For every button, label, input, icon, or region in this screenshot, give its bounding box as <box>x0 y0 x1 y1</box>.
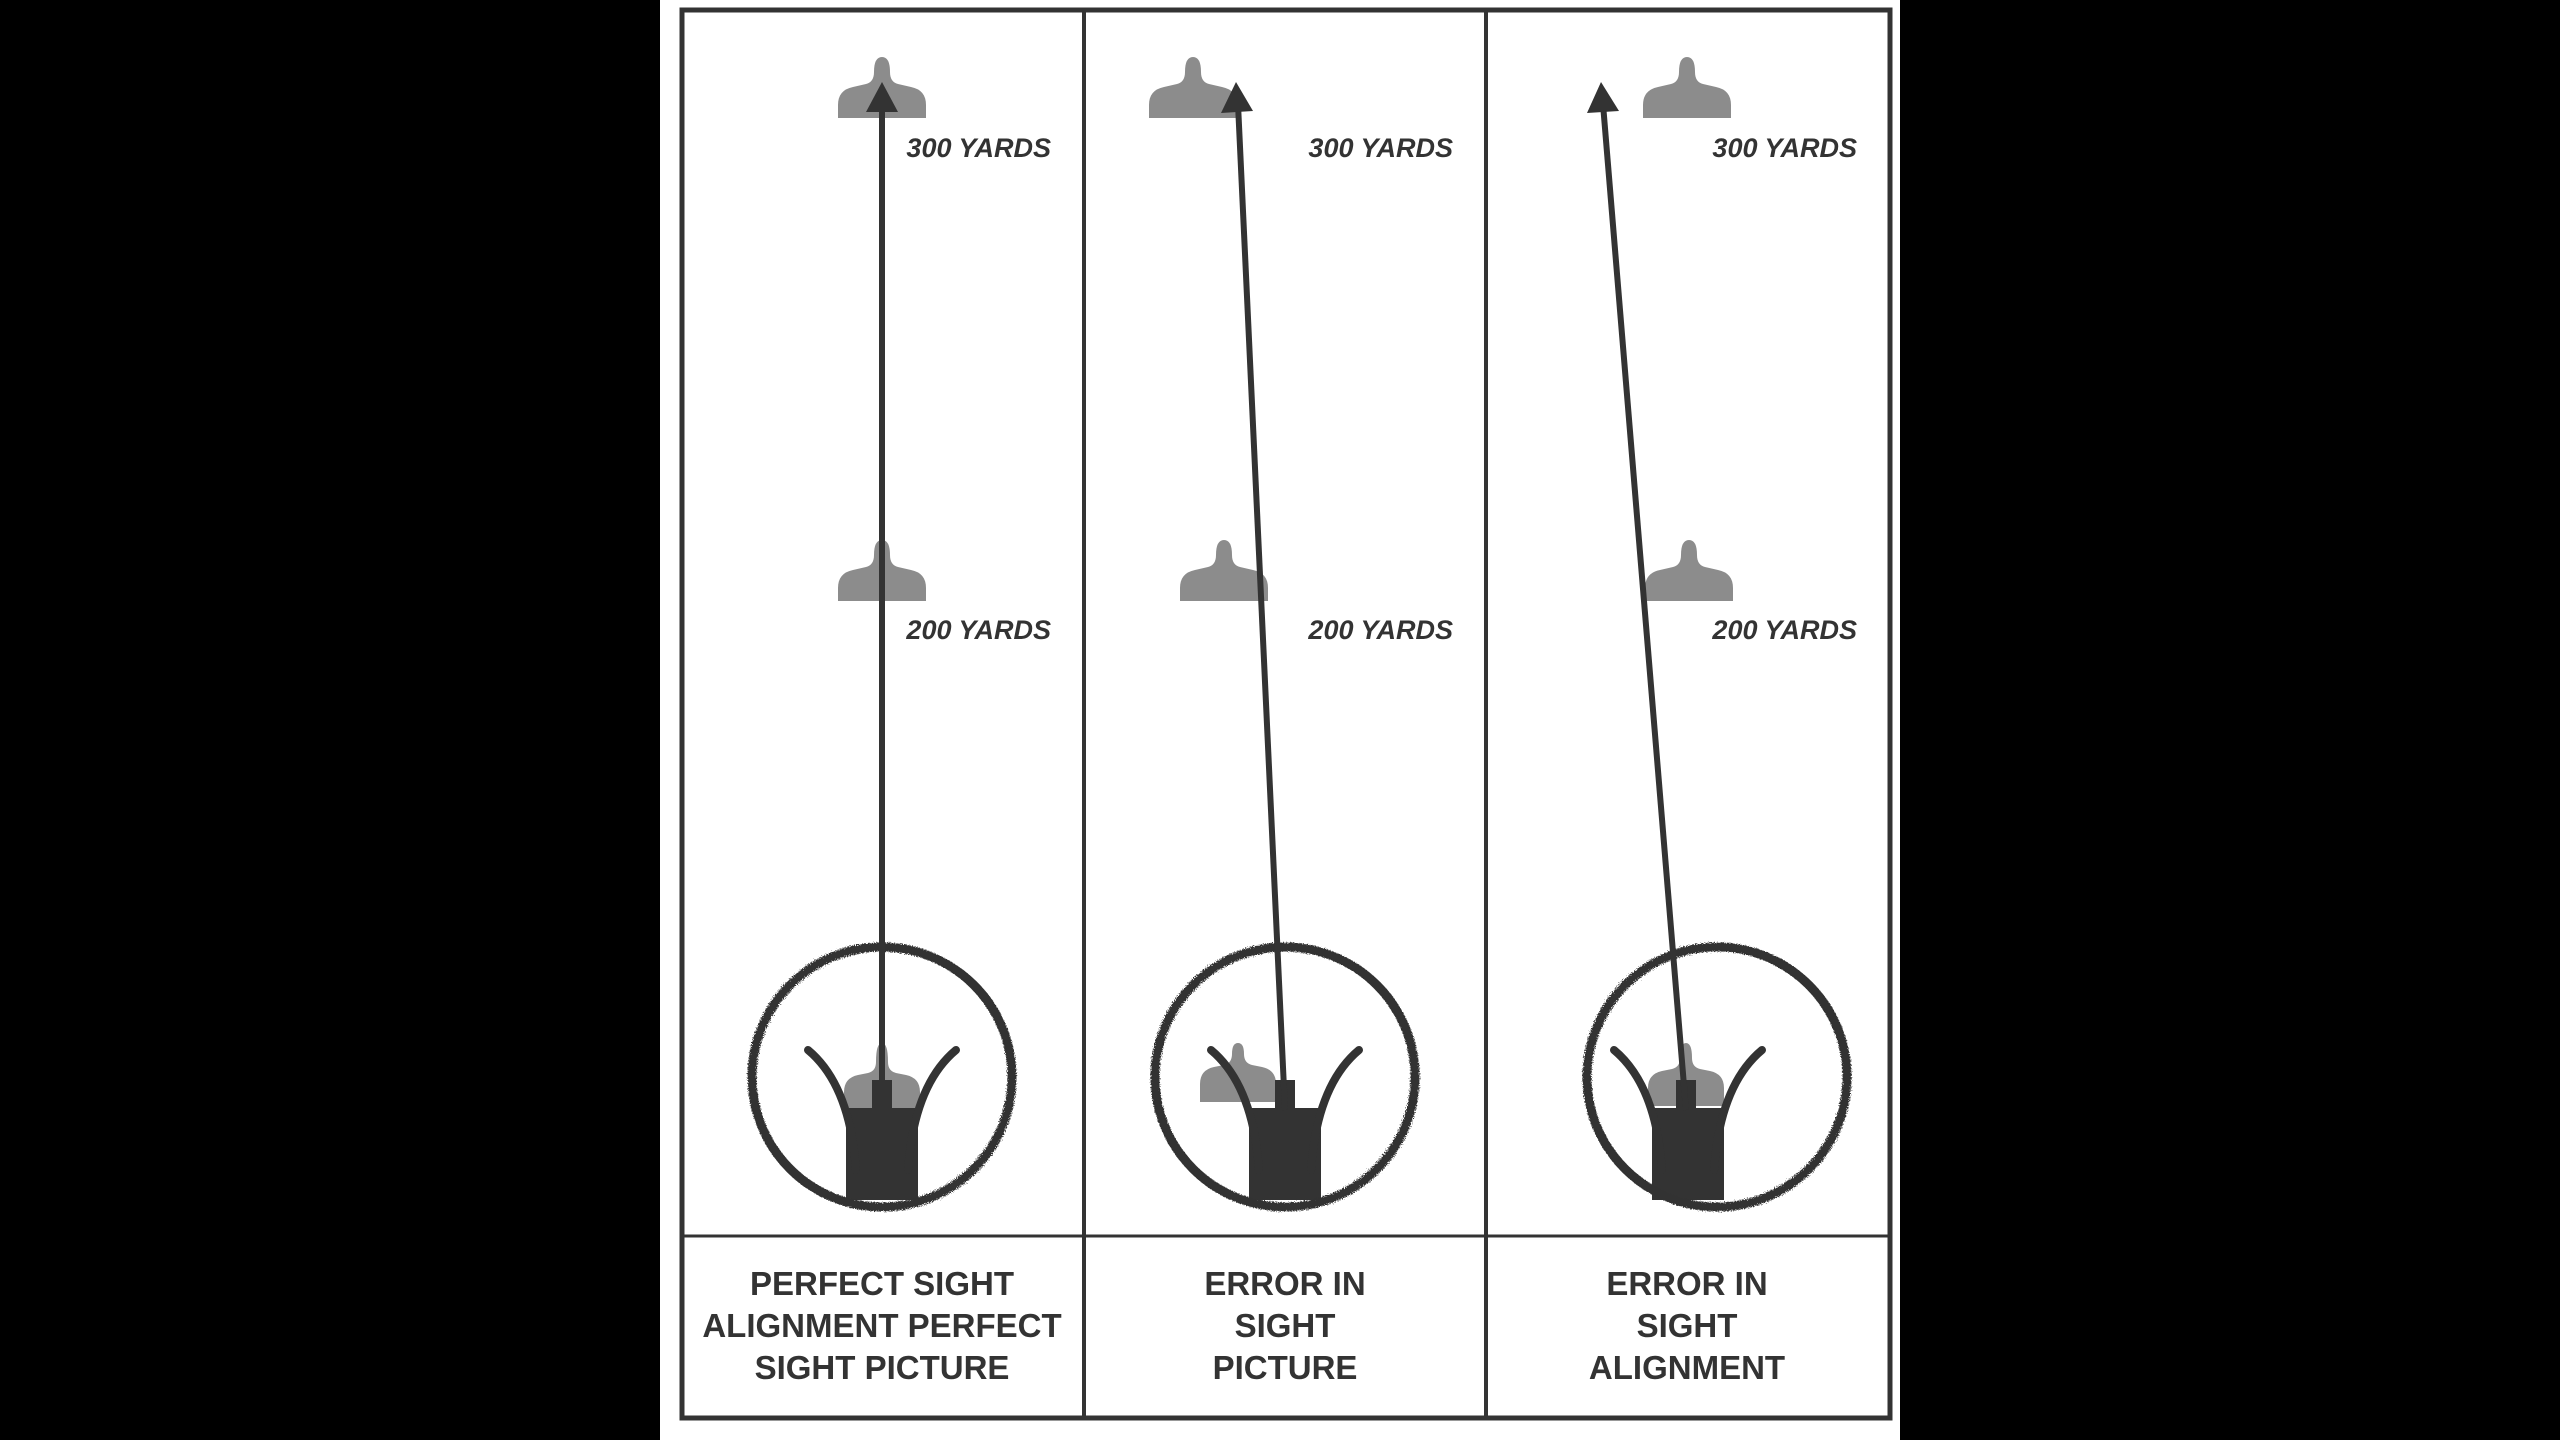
caption-line-3: ALIGNMENT <box>1589 1349 1785 1386</box>
front-sight-right-ear <box>1307 1046 1363 1174</box>
front-sight-right-ear <box>1710 1046 1766 1174</box>
rear-aperture-ring <box>1150 942 1420 1212</box>
caption-line-3: SIGHT PICTURE <box>755 1349 1010 1386</box>
sight-target-icon <box>1200 1043 1276 1102</box>
sight-picture <box>1582 942 1852 1212</box>
caption-line-2: SIGHT <box>1637 1307 1738 1344</box>
outer-frame <box>679 7 1893 1421</box>
panel-sight-alignment-error: 300 YARDS 200 YARDS ERROR IN SIGHT ALIGN… <box>1582 57 1857 1386</box>
yard-label-200: 200 YARDS <box>905 615 1051 645</box>
bullet-path <box>1600 103 1689 1111</box>
front-sight-left-ear <box>1610 1046 1666 1174</box>
caption-line-2: ALIGNMENT PERFECT <box>702 1307 1061 1344</box>
rear-aperture-ring <box>1582 942 1852 1212</box>
caption-line-3: PICTURE <box>1213 1349 1358 1386</box>
yard-label-300: 300 YARDS <box>906 133 1051 163</box>
caption-line-1: PERFECT SIGHT <box>750 1265 1014 1302</box>
yard-label-200: 200 YARDS <box>1307 615 1453 645</box>
panel-sight-picture-error: 300 YARDS 200 YARDS ERROR IN SIGHT PICTU… <box>1149 57 1453 1386</box>
front-sight-left-ear <box>804 1046 860 1174</box>
yard-label-200: 200 YARDS <box>1711 615 1857 645</box>
target-200-icon <box>1645 540 1733 601</box>
caption-line-2: SIGHT <box>1235 1307 1336 1344</box>
arrowhead-icon <box>1587 82 1619 113</box>
sight-picture <box>1150 942 1420 1212</box>
panel-perfect: 300 YARDS 200 YARDS PERFECT SIGHT ALIGNM… <box>702 57 1062 1386</box>
caption-line-1: ERROR IN <box>1204 1265 1365 1302</box>
caption-line-1: ERROR IN <box>1606 1265 1767 1302</box>
arrowhead-icon <box>1221 82 1253 113</box>
page-background <box>660 0 1900 1440</box>
yard-label-300: 300 YARDS <box>1308 133 1453 163</box>
arrowhead-icon <box>866 82 898 112</box>
front-sight-left-ear <box>1207 1046 1263 1174</box>
front-sight-right-ear <box>904 1046 960 1174</box>
bullet-path <box>1235 103 1288 1111</box>
target-300-icon <box>1149 57 1237 118</box>
yard-label-300: 300 YARDS <box>1712 133 1857 163</box>
target-300-icon <box>1643 57 1731 118</box>
target-200-icon <box>1180 540 1268 601</box>
